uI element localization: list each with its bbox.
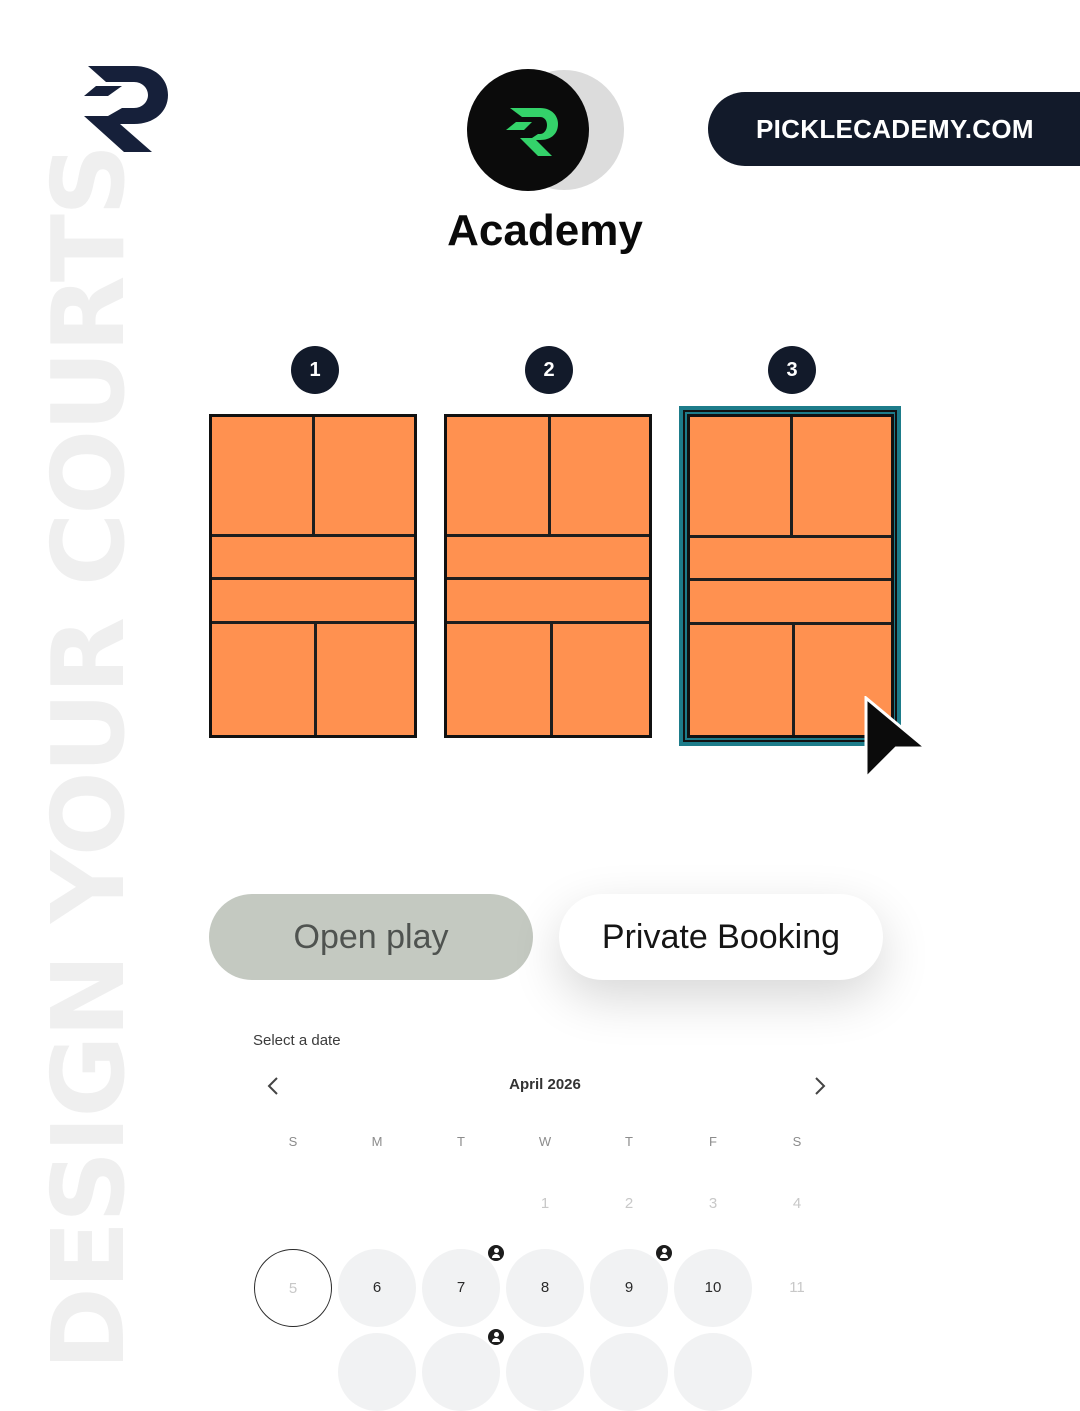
select-date-label: Select a date [253, 1032, 341, 1049]
court-net-line [212, 577, 414, 580]
academy-title: Academy [447, 206, 643, 255]
court-number-3: 3 [768, 346, 816, 394]
calendar-day-row3-mon[interactable] [338, 1333, 416, 1411]
court-number-2: 2 [525, 346, 573, 394]
court-center-line-bottom [550, 622, 553, 735]
court-center-line-bottom [314, 622, 317, 735]
chevron-left-icon[interactable] [262, 1074, 286, 1098]
brand-r-logo-icon [84, 66, 168, 152]
arrow-cursor-icon [864, 696, 930, 780]
calendar-day-3: 3 [708, 1195, 718, 1212]
weekday-sat: S [792, 1134, 802, 1149]
court-net-line [690, 578, 891, 581]
calendar-day-7[interactable]: 7 [422, 1249, 500, 1327]
calendar-day-row3-tue[interactable] [422, 1333, 500, 1411]
court-net-line [447, 577, 649, 580]
court-kitchen-line-bottom [690, 622, 891, 625]
user-badge-icon [488, 1329, 504, 1345]
calendar-day-1: 1 [540, 1195, 550, 1212]
calendar-day-row3-thu[interactable] [590, 1333, 668, 1411]
court-kitchen-line-top [690, 535, 891, 538]
court-center-line-top [548, 417, 551, 536]
calendar-day-row3-fri[interactable] [674, 1333, 752, 1411]
court-2[interactable] [444, 414, 652, 738]
court-kitchen-line-top [447, 534, 649, 537]
calendar-day-11: 11 [789, 1279, 805, 1296]
court-center-line-top [312, 417, 315, 536]
calendar-day-9[interactable]: 9 [590, 1249, 668, 1327]
court-3[interactable] [687, 414, 894, 738]
academy-r-avatar-icon [467, 69, 624, 191]
court-number-1: 1 [291, 346, 339, 394]
court-kitchen-line-bottom [212, 621, 414, 624]
court-kitchen-line-bottom [447, 621, 649, 624]
open-play-button[interactable]: Open play [209, 894, 533, 980]
watermark-text: DESIGN YOUR COURTS [30, 145, 147, 1371]
calendar-day-6[interactable]: 6 [338, 1249, 416, 1327]
calendar-day-10[interactable]: 10 [674, 1249, 752, 1327]
weekday-wed: W [538, 1134, 552, 1149]
user-badge-icon [488, 1245, 504, 1261]
weekday-mon: M [371, 1134, 383, 1149]
calendar-day-row3-wed[interactable] [506, 1333, 584, 1411]
watermark: DESIGN YOUR COURTS [30, 146, 147, 1370]
weekday-sun: S [288, 1134, 298, 1149]
calendar-day-4: 4 [792, 1195, 802, 1212]
website-url-pill[interactable]: PICKLECADEMY.COM [708, 92, 1080, 166]
calendar-month-title: April 2026 [509, 1076, 581, 1093]
weekday-thu: T [625, 1134, 633, 1149]
court-kitchen-line-top [212, 534, 414, 537]
court-1[interactable] [209, 414, 417, 738]
calendar-day-2: 2 [624, 1195, 634, 1212]
calendar-day-5: 5 [254, 1249, 332, 1327]
weekday-fri: F [709, 1134, 717, 1149]
website-url-label: PICKLECADEMY.COM [756, 114, 1034, 144]
court-center-line-bottom [792, 623, 795, 735]
private-booking-button[interactable]: Private Booking [559, 894, 883, 980]
chevron-right-icon[interactable] [807, 1074, 831, 1098]
court-center-line-top [790, 417, 793, 536]
user-badge-icon [656, 1245, 672, 1261]
weekday-tue: T [457, 1134, 465, 1149]
calendar-day-8[interactable]: 8 [506, 1249, 584, 1327]
